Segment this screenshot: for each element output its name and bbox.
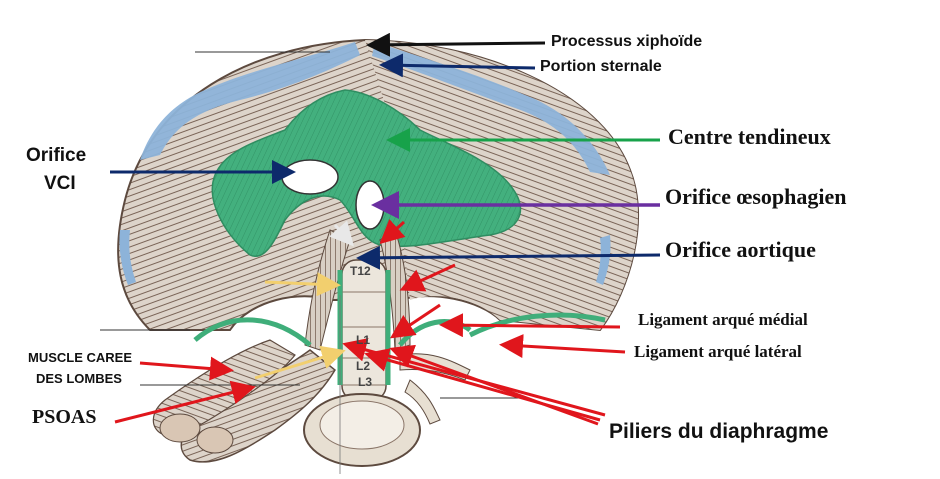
label-muscle-carre-line1: MUSCLE CAREE (28, 350, 133, 365)
right-arcuate-ligament-lateral (468, 312, 606, 338)
arrow-inner-yellow-1 (264, 272, 341, 297)
arrow-inner-yellow-2 (254, 345, 346, 380)
arrow-piliers-3 (389, 344, 599, 426)
vertebra-l1-label: L1 (356, 333, 371, 347)
arrow-inner-red-3 (390, 303, 441, 339)
label-muscle-carre-line2: DES LOMBES (36, 371, 122, 386)
label-ligament-arque-medial: Ligament arqué médial (638, 310, 808, 329)
label-processus-xiphoide: Processus xiphoïde (551, 33, 703, 50)
label-orifice-aortique: Orifice aortique (665, 237, 816, 262)
psoas-section (159, 413, 201, 443)
arrow-orifice-aortique (356, 245, 661, 270)
label-orifice-vci-line2: VCI (44, 173, 76, 194)
label-piliers-diaphragme: Piliers du diaphragme (609, 420, 829, 443)
arrow-muscle-carre (139, 356, 234, 381)
right-lower-cartilage (596, 235, 611, 285)
vertebra-t12-label: T12 (350, 264, 371, 278)
label-orifice-oesophagien: Orifice œsophagien (665, 184, 847, 209)
arrow-psoas (114, 380, 256, 424)
right-costal-cartilage (372, 42, 610, 175)
vci-orifice (281, 159, 339, 195)
label-ligament-arque-lateral: Ligament arqué latéral (634, 342, 802, 361)
label-centre-tendineux: Centre tendineux (668, 124, 831, 149)
left-costal-cartilage (140, 42, 360, 160)
arrow-inner-red-2 (399, 263, 456, 292)
arrow-ligament-medial (439, 313, 621, 338)
vertebra-l2-label: L2 (356, 359, 371, 373)
label-orifice-vci-line1: Orifice (26, 145, 87, 166)
left-arcuate-ligament (193, 317, 312, 347)
arrow-ligament-lateral (499, 334, 626, 359)
label-portion-sternale: Portion sternale (540, 58, 662, 75)
vertebra-l3-label: L3 (358, 375, 373, 389)
left-lower-cartilage (119, 230, 136, 285)
arrow-portion-sternale (379, 53, 536, 78)
centre-tendineux-shape (211, 89, 521, 258)
arrow-processus-xiphoide (366, 32, 546, 57)
arrow-inner-white (329, 220, 354, 247)
arrow-inner-red-1 (379, 219, 406, 245)
label-psoas: PSOAS (32, 406, 97, 428)
